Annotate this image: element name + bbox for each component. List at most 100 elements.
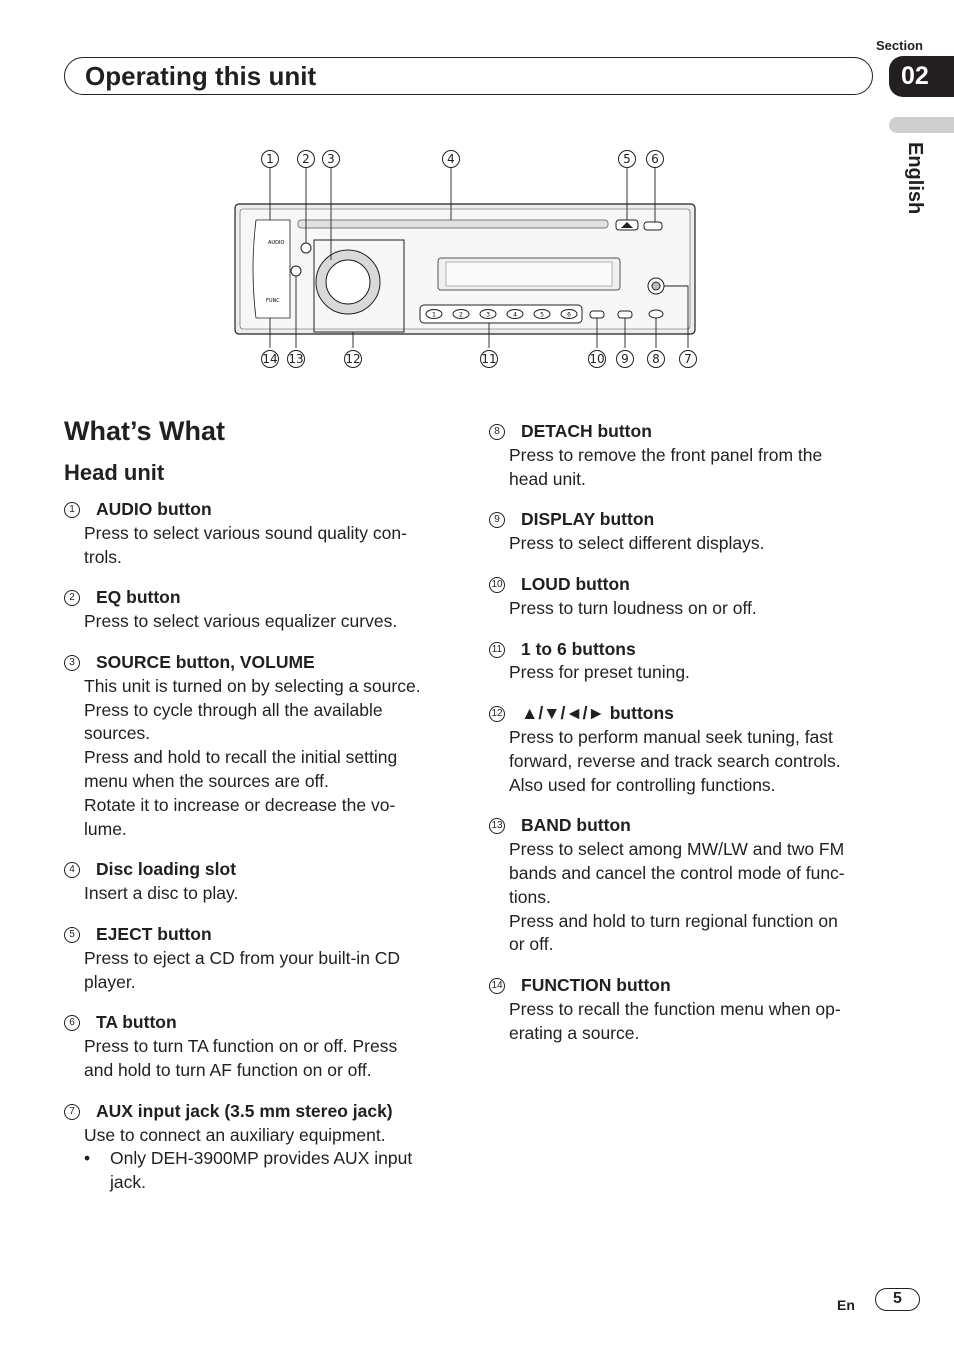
callouts-top: 1 2 3 4 5 6: [261, 150, 664, 168]
preset-label: 3: [486, 312, 490, 319]
item-description-line: Insert a disc to play.: [84, 883, 239, 904]
head-unit-illustration: AUDIO FUNC 1 2 3 4 5 6: [234, 150, 697, 368]
callout-number: 1: [266, 152, 274, 166]
item-heading: 5 EJECT button: [64, 923, 448, 947]
item-description-line: Press to select different displays.: [509, 533, 765, 554]
header-bar: Operating this unit: [64, 57, 873, 95]
item-title: AUDIO button: [96, 499, 212, 519]
item-description-line: player.: [84, 971, 136, 992]
item-description-line: This unit is turned on by selecting a so…: [84, 675, 421, 696]
item-number-badge: 5: [64, 926, 80, 943]
item-description-line: menu when the sources are off.: [84, 770, 329, 791]
item-description-line: Press and hold to turn regional function…: [509, 910, 838, 931]
item-title: Disc loading slot: [96, 859, 237, 880]
section-number: 02: [889, 56, 954, 97]
bullet-line: •Only DEH-3900MP provides AUX input: [64, 1147, 448, 1171]
section-subtitle: Head unit: [64, 460, 165, 485]
callout-number: 7: [684, 352, 692, 366]
preset-label: 6: [567, 312, 571, 319]
item-heading: 12▲/▼/◄/► buttons: [489, 702, 879, 726]
item-description-line: Press to remove the front panel from the: [509, 444, 823, 465]
item-title: SOURCE button, VOLUME: [96, 651, 315, 672]
item-description-line: erating a source.: [509, 1022, 640, 1043]
item-description-line: Press to cycle through all the available: [84, 699, 383, 720]
item-description-line: Press for preset tuning.: [509, 662, 690, 683]
item-title: DISPLAY button: [521, 509, 655, 530]
callout-number: 8: [652, 352, 660, 366]
item-description-line: Press to eject a CD from your built-in C…: [84, 947, 401, 968]
item-title: LOUD button: [521, 573, 630, 594]
item-number-badge: 10: [489, 576, 505, 593]
item-title: TA button: [96, 1012, 177, 1033]
item-title: DETACH button: [521, 421, 652, 441]
language-label: English: [904, 142, 926, 215]
item-description-line: Press and hold to recall the initial set…: [84, 747, 398, 768]
item-heading: 4 Disc loading slot: [64, 858, 448, 882]
item-heading: 1 AUDIO button: [64, 498, 448, 522]
language-tab: [889, 117, 954, 133]
preset-label: 2: [459, 312, 463, 319]
item-description-line: tions.: [509, 886, 551, 907]
bullet-dot-icon: •: [84, 1148, 91, 1169]
page-number: 5: [875, 1288, 920, 1311]
item-heading: 8 DETACH button: [489, 420, 879, 444]
item-description-line: bands and cancel the control mode of fun…: [509, 862, 845, 883]
item-heading: 13 BAND button: [489, 814, 879, 838]
item-description-line: Also used for controlling functions.: [509, 774, 776, 795]
item-title: BAND button: [521, 815, 631, 836]
item-number-badge: 8: [489, 424, 505, 440]
footer-language: En: [837, 1297, 855, 1313]
page-header-title: Operating this unit: [85, 61, 317, 91]
preset-label: 5: [540, 312, 544, 319]
preset-label: 4: [513, 312, 517, 319]
item-description-line: Press to turn loudness on or off.: [509, 597, 757, 618]
callout-number: 13: [288, 352, 303, 366]
item-number-badge: 13: [489, 818, 505, 835]
item-heading: 10 LOUD button: [489, 573, 879, 597]
preset-buttons: 1 2 3 4 5 6: [425, 309, 578, 319]
callout-number: 6: [651, 152, 659, 166]
item-description-line: Press to perform manual seek tuning, fas…: [509, 726, 833, 747]
item-number-badge: 11: [489, 641, 505, 658]
item-title: EJECT button: [96, 923, 212, 944]
item-description-line: forward, reverse and track search contro…: [509, 750, 841, 771]
callout-number: 11: [481, 352, 496, 366]
preset-label: 1: [432, 312, 436, 319]
item-number-badge: 4: [64, 862, 80, 879]
item-number-badge: 14: [489, 978, 505, 995]
item-description-line: Rotate it to increase or decrease the vo…: [84, 794, 396, 815]
item-description-line: sources.: [84, 723, 151, 744]
item-number-badge: 7: [64, 1103, 80, 1120]
callout-number: 9: [621, 352, 629, 366]
item-number-badge: 2: [64, 590, 80, 607]
item-description-line: Use to connect an auxiliary equipment.: [84, 1124, 386, 1145]
callout-number: 2: [302, 152, 310, 166]
callouts-bottom: 14 13 12 11 10 9 8 7: [261, 350, 697, 368]
item-description-line: trols.: [84, 546, 122, 567]
item-description-line: Press to recall the function menu when o…: [509, 998, 841, 1019]
item-number-badge: 1: [64, 502, 80, 518]
item-description-line: Press to select various sound quality co…: [84, 522, 407, 543]
item-number-badge: 12: [489, 706, 505, 723]
page-title: What’s What: [64, 416, 225, 446]
item-description-line: Press to select various equalizer curves…: [84, 611, 398, 632]
func-label-on-panel: FUNC: [266, 298, 280, 304]
